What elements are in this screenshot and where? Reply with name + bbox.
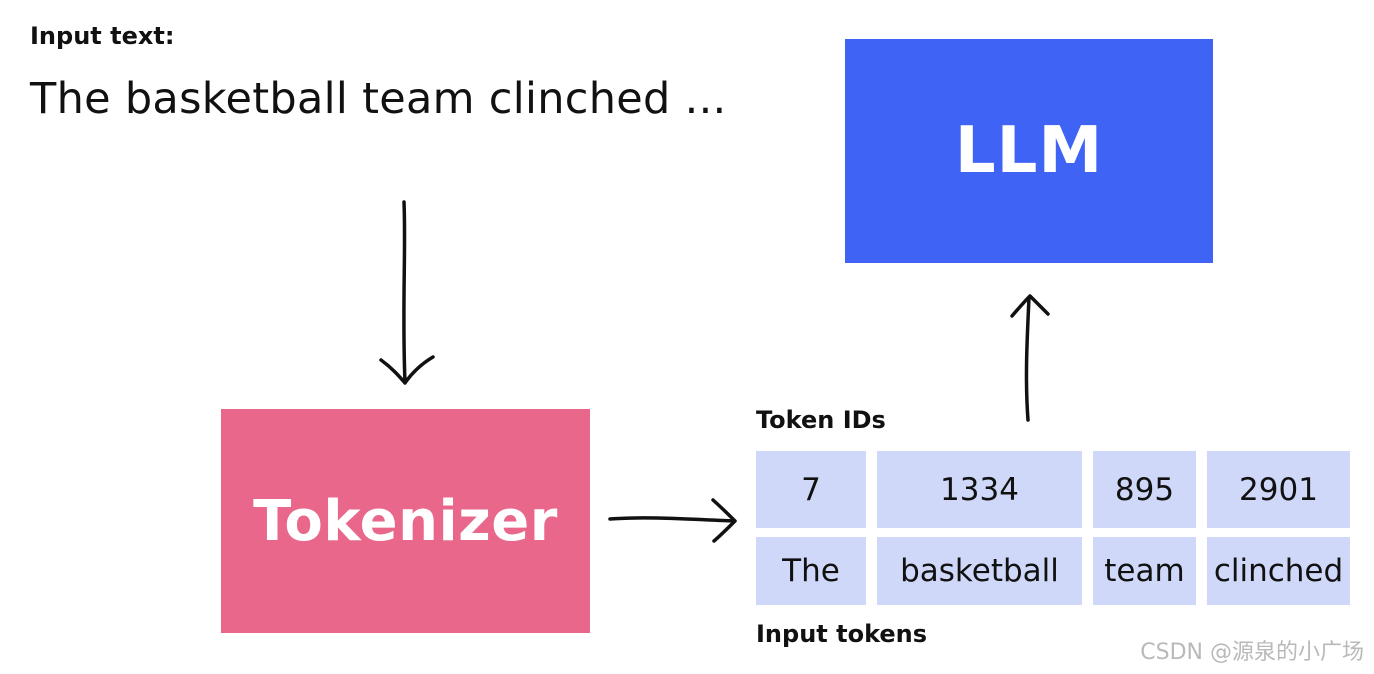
input-tokens-label: Input tokens (756, 620, 928, 648)
token-id-cell: 1334 (877, 451, 1082, 528)
token-id-cell: 7 (756, 451, 866, 528)
input-token-cell: basketball (877, 537, 1082, 605)
llm-label: LLM (954, 114, 1104, 188)
input-text-label: Input text: (30, 22, 175, 50)
input-text-sentence: The basketball team clinched ... (30, 74, 727, 124)
arrow-down-icon (379, 200, 435, 385)
input-token-cell: The (756, 537, 866, 605)
arrow-up-icon (1010, 294, 1050, 422)
token-id-cell: 2901 (1207, 451, 1350, 528)
llm-box: LLM (845, 39, 1213, 263)
token-ids-label: Token IDs (756, 406, 886, 434)
input-token-cell: clinched (1207, 537, 1350, 605)
tokenizer-label: Tokenizer (253, 488, 558, 554)
token-id-cell: 895 (1093, 451, 1196, 528)
input-token-cell: team (1093, 537, 1196, 605)
tokenizer-box: Tokenizer (221, 409, 590, 633)
arrow-right-icon (608, 498, 737, 543)
watermark: CSDN @源泉的小广场 (1140, 640, 1364, 665)
